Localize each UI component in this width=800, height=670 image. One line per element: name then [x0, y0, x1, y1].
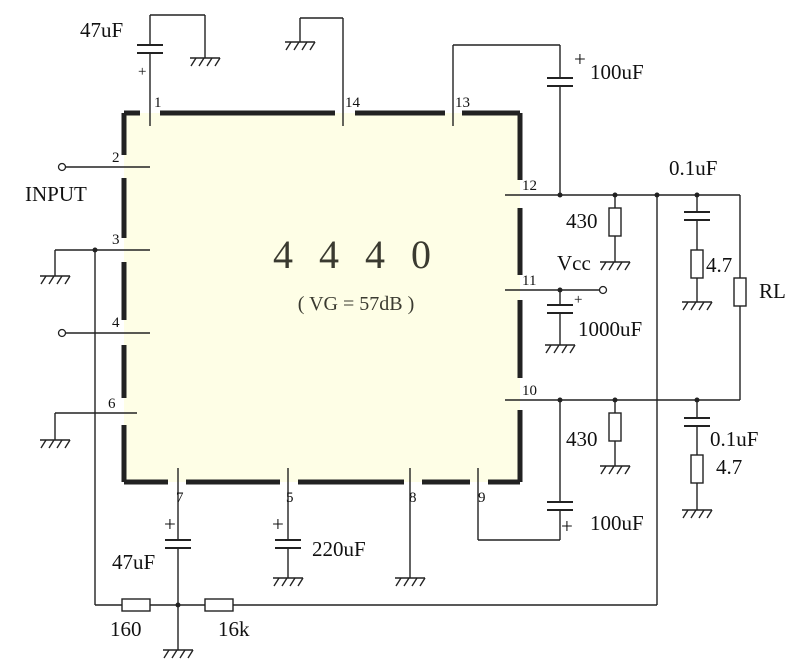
pin-4-label: 4: [112, 315, 120, 331]
pin-8-label: 8: [409, 490, 417, 506]
pin13-cap-plus: +: [574, 47, 586, 71]
ground-symbol: [190, 57, 221, 67]
ground-symbol: [40, 439, 71, 449]
ground-symbol: [395, 577, 426, 587]
pin-numbers: 1 14 13 2 3 4 6 7 5 8 9 12 11 10: [108, 95, 537, 506]
pin-3-label: 3: [112, 232, 120, 248]
resistor-160-label: 160: [110, 617, 142, 641]
vcc-label: Vcc: [557, 251, 591, 275]
pin1-cap-label: 47uF: [80, 18, 123, 42]
pin5-capacitor: 220uF +: [272, 512, 366, 578]
ground-symbol: [40, 275, 71, 285]
pin-2-label: 2: [112, 150, 120, 166]
pin13-cap-label: 100uF: [590, 60, 644, 84]
pin5-cap-plus: +: [272, 512, 284, 536]
resistor-430-bottom-label: 430: [566, 427, 598, 451]
resistor-430-top: 430: [557, 192, 622, 262]
pin1-capacitor: 47uF +: [80, 14, 206, 92]
ground-symbol: [163, 649, 194, 659]
pin-leads: [55, 45, 740, 578]
ground-symbol: [545, 344, 576, 354]
vcc-terminal: [598, 285, 608, 295]
load-resistor: RL: [733, 195, 786, 400]
pin5-cap-label: 220uF: [312, 537, 366, 561]
zobel-top-res-label: 4.7: [706, 253, 732, 277]
ground-symbol: [600, 261, 631, 271]
pin-7-label: 7: [176, 490, 184, 506]
zobel-top: 0.1uF 4.7: [669, 156, 732, 302]
ground-symbol: [682, 301, 713, 311]
pin9-cap-plus: +: [561, 514, 573, 538]
resistor-430-top-label: 430: [566, 209, 598, 233]
ground-symbol: [600, 465, 631, 475]
pin-1-label: 1: [154, 95, 162, 111]
resistor-16k: [204, 598, 234, 612]
zobel-bottom: 0.1uF 4.7: [684, 397, 758, 510]
ic-outline: [121, 110, 523, 485]
pin-13-label: 13: [455, 95, 470, 111]
pin1-cap-plus: +: [138, 64, 146, 80]
pin-12-label: 12: [522, 178, 537, 194]
resistor-16k-label: 16k: [218, 617, 250, 641]
pin7-cap-plus: +: [164, 512, 176, 536]
pin-6-label: 6: [108, 396, 116, 412]
load-label: RL: [759, 279, 786, 303]
pin-11-label: 11: [522, 273, 536, 289]
ground-symbol: [285, 41, 316, 51]
resistor-430-bottom: 430: [557, 397, 622, 466]
ground-symbol: [682, 509, 713, 519]
ground-symbol: [273, 577, 304, 587]
pin-10-label: 10: [522, 383, 537, 399]
pin3-ground-link: [54, 247, 98, 276]
pin7-capacitor: 47uF +: [112, 512, 191, 650]
pin7-cap-label: 47uF: [112, 550, 155, 574]
vcc-supply: Vcc 1000uF +: [547, 251, 642, 345]
pin-14-label: 14: [345, 95, 361, 111]
pin-9-label: 9: [478, 490, 486, 506]
ic-4440: 4 4 4 0 ( VG = 57dB ): [121, 110, 523, 485]
pin-5-label: 5: [286, 490, 294, 506]
pin9-capacitor: 100uF +: [478, 400, 644, 541]
resistor-160: [121, 598, 151, 612]
feedback-network: 160 16k: [95, 192, 660, 641]
pin4-terminal: [57, 328, 67, 338]
input-terminal: [57, 162, 67, 172]
zobel-top-cap-label: 0.1uF: [669, 156, 717, 180]
vcc-cap-label: 1000uF: [578, 317, 642, 341]
pin14-ground-link: [299, 17, 344, 45]
vcc-cap-plus: +: [574, 292, 582, 308]
zobel-bottom-cap-label: 0.1uF: [710, 427, 758, 451]
ic-gain-note: ( VG = 57dB ): [298, 293, 414, 315]
pin13-capacitor: 100uF +: [453, 44, 644, 195]
pin9-cap-label: 100uF: [590, 511, 644, 535]
ic-body: [124, 113, 520, 482]
input-label: INPUT: [25, 182, 87, 206]
zobel-bottom-res-label: 4.7: [716, 455, 742, 479]
ic-part-number: 4 4 4 0: [273, 232, 439, 277]
